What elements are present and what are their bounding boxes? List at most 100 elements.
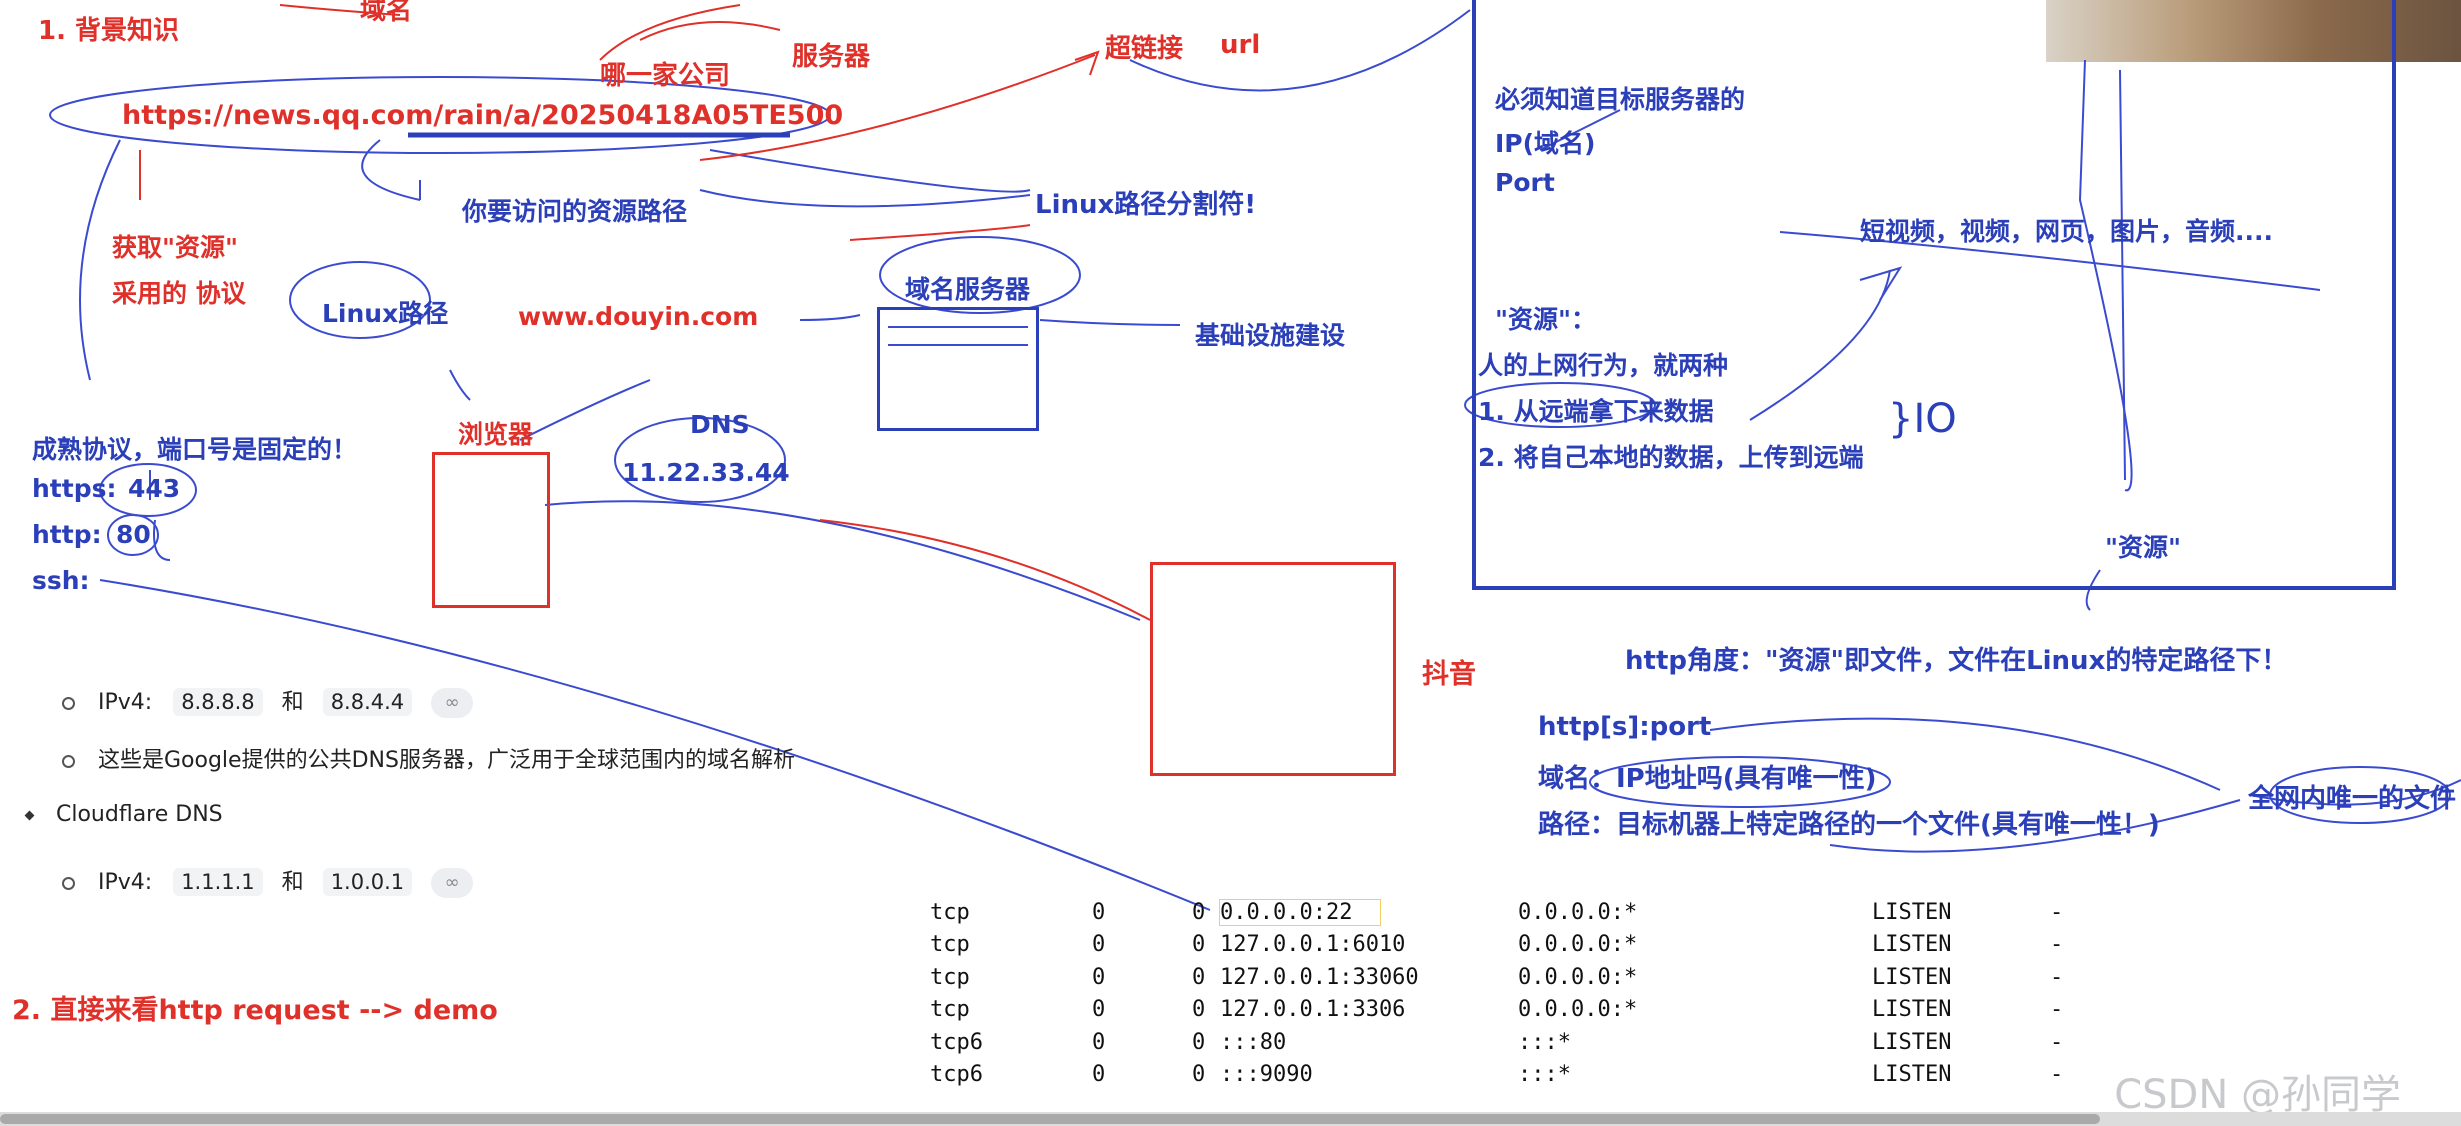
cloudflare-dns-secondary: 1.0.0.1 — [322, 868, 413, 896]
ipv4-label: IPv4: — [98, 870, 153, 895]
proto-cell: tcp — [930, 932, 970, 958]
local-address-cell: :::9090 — [1220, 1062, 1313, 1088]
douyin-url-label: www.douyin.com — [518, 302, 759, 331]
link-icon[interactable]: ∞ — [431, 868, 474, 898]
google-dns-desc-row: 这些是Google提供的公共DNS服务器，广泛用于全球范围内的域名解析 — [62, 742, 795, 774]
cloudflare-dns-primary: 1.1.1.1 — [173, 868, 263, 896]
and-label: 和 — [281, 690, 304, 715]
recvq-cell: 0 — [1092, 997, 1106, 1023]
recvq-cell: 0 — [1092, 899, 1106, 925]
local-address-cell: 127.0.0.1:3306 — [1220, 997, 1406, 1023]
cloudflare-heading-row: Cloudflare DNS — [24, 802, 223, 827]
douyin-server-box — [1150, 562, 1396, 776]
proto-cell: tcp — [930, 964, 970, 990]
io-label: }IO — [1888, 396, 1957, 442]
link-icon[interactable]: ∞ — [431, 688, 474, 718]
linux-path-label: Linux路径 — [322, 299, 449, 328]
google-dns-secondary: 8.8.4.4 — [322, 688, 413, 716]
http-view-label: http角度："资源"即文件，文件在Linux的特定路径下！ — [1625, 646, 2288, 676]
cloudflare-heading: Cloudflare DNS — [56, 802, 223, 827]
table-row: tcp6 0 0 :::9090 :::* LISTEN - — [930, 1059, 2090, 1092]
pid-cell: - — [2050, 1029, 2064, 1055]
media-types-label: 短视频，视频，网页，图片，音频.... — [1860, 217, 2273, 246]
dns-server-label: 域名服务器 — [905, 275, 1031, 304]
table-row: tcp 0 0 0.0.0.0:22 0.0.0.0:* LISTEN - — [930, 896, 2090, 929]
resource-bottom-label: "资源" — [2105, 533, 2182, 562]
google-dns-row: IPv4: 8.8.8.8 和 8.8.4.4 ∞ — [62, 684, 474, 718]
behavior-item-2: 2. 将自己本地的数据，上传到远端 — [1478, 443, 1864, 472]
state-cell: LISTEN — [1872, 964, 1952, 990]
sendq-cell: 0 — [1192, 932, 1206, 958]
mature-protocol-label: 成熟协议，端口号是固定的！ — [32, 435, 358, 464]
foreign-address-cell: 0.0.0.0:* — [1518, 932, 1638, 958]
which-company-label: 哪一家公司 — [600, 61, 731, 91]
ip-domain-label: IP(域名) — [1495, 129, 1596, 158]
proto-cell: tcp — [930, 997, 970, 1023]
url-text[interactable]: https://news.qq.com/rain/a/20250418A05TE… — [122, 100, 844, 131]
sendq-cell: 0 — [1192, 899, 1206, 925]
ipv4-label: IPv4: — [98, 690, 153, 715]
google-dns-primary: 8.8.8.8 — [173, 688, 263, 716]
csdn-watermark: CSDN @孙同学_ — [2114, 1072, 2421, 1118]
path-line: 路径：目标机器上特定路径的一个文件(具有唯一性！) — [1538, 810, 2160, 840]
recvq-cell: 0 — [1092, 932, 1106, 958]
bullet-icon — [24, 810, 35, 820]
local-address-cell: :::80 — [1220, 1029, 1287, 1055]
pid-cell: - — [2050, 997, 2064, 1023]
bullet-icon — [62, 876, 75, 890]
proto-cell: tcp — [930, 899, 970, 925]
browser-box — [432, 452, 550, 608]
local-address-cell: 127.0.0.1:6010 — [1220, 932, 1406, 958]
background-knowledge-title: 1. 背景知识 — [38, 16, 180, 46]
behavior-label: 人的上网行为，就两种 — [1478, 351, 1729, 380]
resource-path-label: 你要访问的资源路径 — [462, 197, 688, 226]
http-port: 80 — [116, 520, 151, 549]
local-address-cell: 0.0.0.0:22 — [1219, 898, 1381, 926]
state-cell: LISTEN — [1872, 932, 1952, 958]
dns-ip-label: 11.22.33.44 — [622, 458, 790, 487]
linux-separator-label: Linux路径分割符! — [1035, 190, 1257, 220]
https-label: https: — [32, 474, 117, 503]
recvq-cell: 0 — [1092, 964, 1106, 990]
bullet-icon — [62, 696, 75, 710]
http-port-line: http[s]:port — [1538, 712, 1712, 742]
get-resource-label: 获取"资源" — [112, 233, 239, 262]
browser-label: 浏览器 — [458, 420, 534, 449]
must-know-label: 必须知道目标服务器的 — [1495, 85, 1746, 114]
server-label: 服务器 — [792, 42, 871, 72]
foreign-address-cell: :::* — [1518, 1062, 1571, 1088]
dns-label: DNS — [690, 410, 750, 439]
state-cell: LISTEN — [1872, 1062, 1952, 1088]
pid-cell: - — [2050, 932, 2064, 958]
sendq-cell: 0 — [1192, 1062, 1206, 1088]
douyin-label: 抖音 — [1422, 659, 1476, 690]
state-cell: LISTEN — [1872, 997, 1952, 1023]
google-dns-description: 这些是Google提供的公共DNS服务器，广泛用于全球范围内的域名解析 — [98, 748, 795, 773]
sendq-cell: 0 — [1192, 964, 1206, 990]
right-panel — [1472, 0, 2396, 590]
infrastructure-label: 基础设施建设 — [1195, 321, 1346, 350]
foreign-address-cell: :::* — [1518, 1029, 1571, 1055]
domain-top-label: 域名 — [360, 0, 413, 26]
ssh-label: ssh: — [32, 566, 90, 595]
scrollbar-thumb[interactable] — [0, 1114, 2100, 1124]
pid-cell: - — [2050, 899, 2064, 925]
sendq-cell: 0 — [1192, 1029, 1206, 1055]
hyperlink-label: 超链接 — [1105, 34, 1184, 64]
netstat-output: tcp 0 0 0.0.0.0:22 0.0.0.0:* LISTEN - tc… — [930, 896, 2090, 1091]
pid-cell: - — [2050, 964, 2064, 990]
local-address-cell: 127.0.0.1:33060 — [1220, 964, 1419, 990]
pid-cell: - — [2050, 1062, 2064, 1088]
recvq-cell: 0 — [1092, 1062, 1106, 1088]
foreign-address-cell: 0.0.0.0:* — [1518, 964, 1638, 990]
state-cell: LISTEN — [1872, 899, 1952, 925]
foreign-address-cell: 0.0.0.0:* — [1518, 997, 1638, 1023]
url-label: url — [1220, 30, 1261, 60]
table-row: tcp6 0 0 :::80 :::* LISTEN - — [930, 1026, 2090, 1059]
table-row: tcp 0 0 127.0.0.1:33060 0.0.0.0:* LISTEN… — [930, 961, 2090, 994]
cloudflare-dns-row: IPv4: 1.1.1.1 和 1.0.0.1 ∞ — [62, 864, 474, 898]
http-label: http: — [32, 520, 102, 549]
table-row: tcp 0 0 127.0.0.1:3306 0.0.0.0:* LISTEN … — [930, 994, 2090, 1027]
bullet-icon — [62, 754, 75, 768]
